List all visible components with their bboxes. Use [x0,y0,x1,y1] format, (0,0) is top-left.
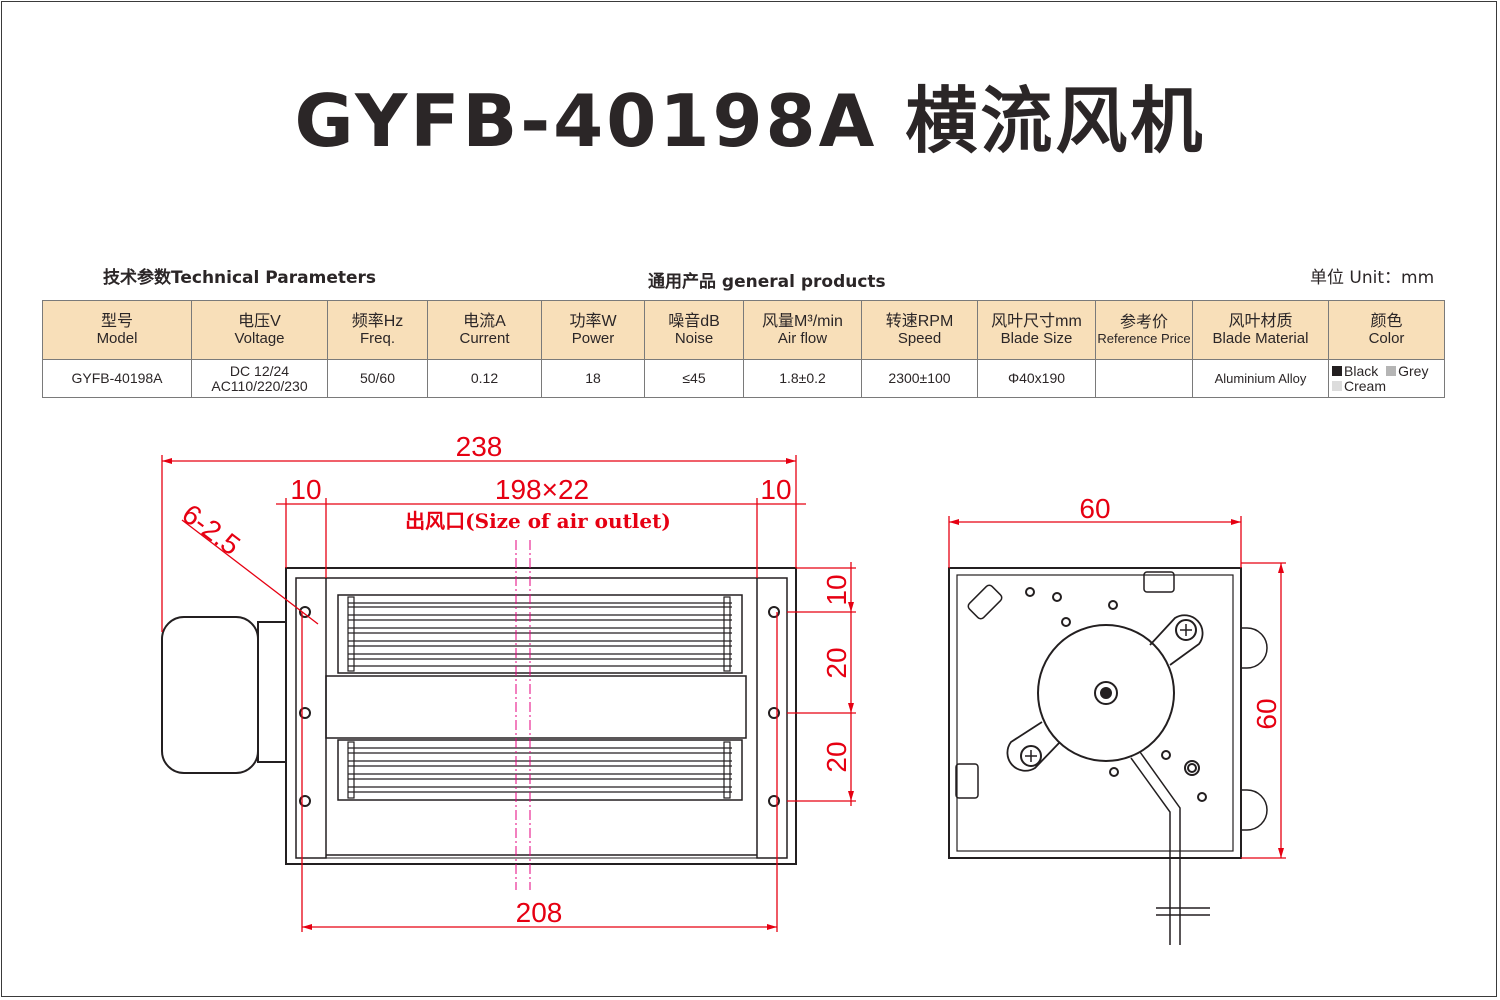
front-dimensions [161,455,856,932]
cell-material: Aluminium Alloy [1192,359,1329,398]
outlet-label: 出风口(Size of air outlet) [405,509,671,533]
cell-power: 18 [541,359,645,398]
dim-v-10: 10 [821,574,852,605]
cell-freq: 50/60 [327,359,428,398]
cell-current: 0.12 [427,359,542,398]
cell-speed: 2300±100 [861,359,978,398]
cell-color: Black Grey Cream [1328,359,1445,398]
dim-198x22: 198×22 [495,474,589,505]
cell-noise: ≤45 [644,359,744,398]
dim-238: 238 [456,431,503,462]
dim-side-height: 60 [1251,698,1282,729]
dim-side-width: 60 [1079,493,1110,524]
side-dimensions [948,516,1286,859]
cream-swatch [1332,380,1342,391]
dim-holes: 6-2.5 [176,498,246,561]
side-view [948,567,1268,945]
dim-208: 208 [516,897,563,928]
cell-price [1095,359,1193,398]
black-swatch [1332,365,1342,376]
dim-v-20-bottom: 20 [821,741,852,772]
unit-label: 单位 Unit：mm [1310,268,1435,288]
tech-params-heading: 技术参数Technical Parameters [103,268,377,288]
front-view [161,567,797,865]
side-arrows [949,519,1284,858]
centerline [515,540,531,890]
dim-v-20-top: 20 [821,647,852,678]
dim-10-right: 10 [760,474,791,505]
general-products-heading: 通用产品 general products [648,272,886,292]
dim-10-left: 10 [290,474,321,505]
front-arrows [162,458,854,930]
page-title: GYFB-40198A 横流风机 [294,79,1206,163]
grey-swatch [1386,365,1397,376]
